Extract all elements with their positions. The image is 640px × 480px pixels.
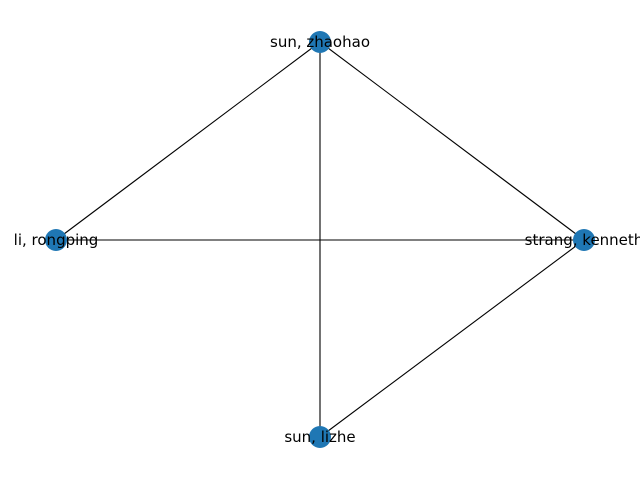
labels-layer: sun, zhaohao li, rongping strang, kenneth s… — [14, 33, 640, 446]
node-rongping — [45, 229, 67, 251]
node-label-lizhe: sun, lizhe — [284, 428, 355, 446]
node-label-zhaohao: sun, zhaohao — [270, 33, 370, 51]
node-label-kenneth: strang, kenneth — [525, 231, 640, 249]
edge-kenneth-lizhe — [319, 239, 585, 438]
node-label-rongping: li, rongping — [14, 231, 99, 249]
edges-layer — [55, 41, 585, 438]
edge-zhaohao-rongping — [55, 41, 321, 241]
edge-zhaohao-kenneth — [319, 41, 585, 241]
node-zhaohao — [309, 31, 331, 53]
node-kenneth — [573, 229, 595, 251]
node-lizhe — [309, 426, 331, 448]
nodes-layer — [45, 31, 595, 448]
